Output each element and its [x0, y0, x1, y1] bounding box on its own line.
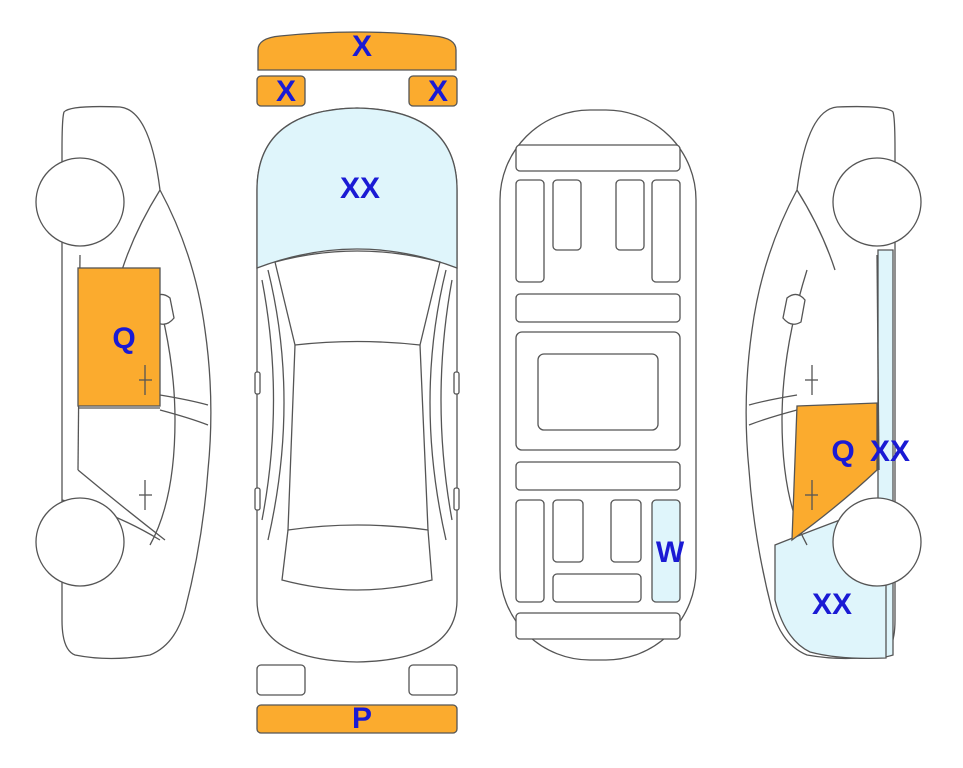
right-side-panel-label: XX [870, 435, 910, 468]
front-right-seat-back [652, 180, 680, 282]
left-front-wheel [36, 158, 124, 246]
hood-label: XX [340, 172, 380, 205]
front-bumper-label: X [352, 30, 372, 63]
interior-view: W [500, 110, 696, 660]
right-rear-wheel [833, 498, 921, 586]
front-left-seat [553, 180, 581, 250]
rear-left-light [257, 665, 305, 695]
right-side-mirror [783, 294, 805, 324]
right-rear-quarter-label: XX [812, 588, 852, 621]
rear-console [516, 462, 680, 490]
front-right-seat [616, 180, 644, 250]
rear-right-seat-label: W [656, 536, 685, 569]
rear-right-light [409, 665, 457, 695]
rear-bumper-label: P [352, 702, 372, 735]
front-right-light-label: X [428, 75, 448, 108]
left-front-door-label: Q [112, 322, 135, 355]
rear-middle-seat [611, 500, 641, 562]
right-rear-door-label: Q [831, 435, 854, 468]
trunk-panel [516, 613, 680, 639]
dashboard [516, 145, 680, 171]
top-view: X X X XX P [255, 30, 459, 735]
front-console [516, 294, 680, 322]
right-side-view: Q XX XX [746, 107, 921, 659]
rear-left-seat [553, 500, 583, 562]
left-rear-wheel [36, 498, 124, 586]
rear-left-seat-back [516, 500, 544, 602]
rear-bench [553, 574, 641, 602]
right-front-wheel [833, 158, 921, 246]
front-left-light-label: X [276, 75, 296, 108]
left-side-view: Q [36, 107, 211, 659]
sunroof [538, 354, 658, 430]
front-left-seat-back [516, 180, 544, 282]
